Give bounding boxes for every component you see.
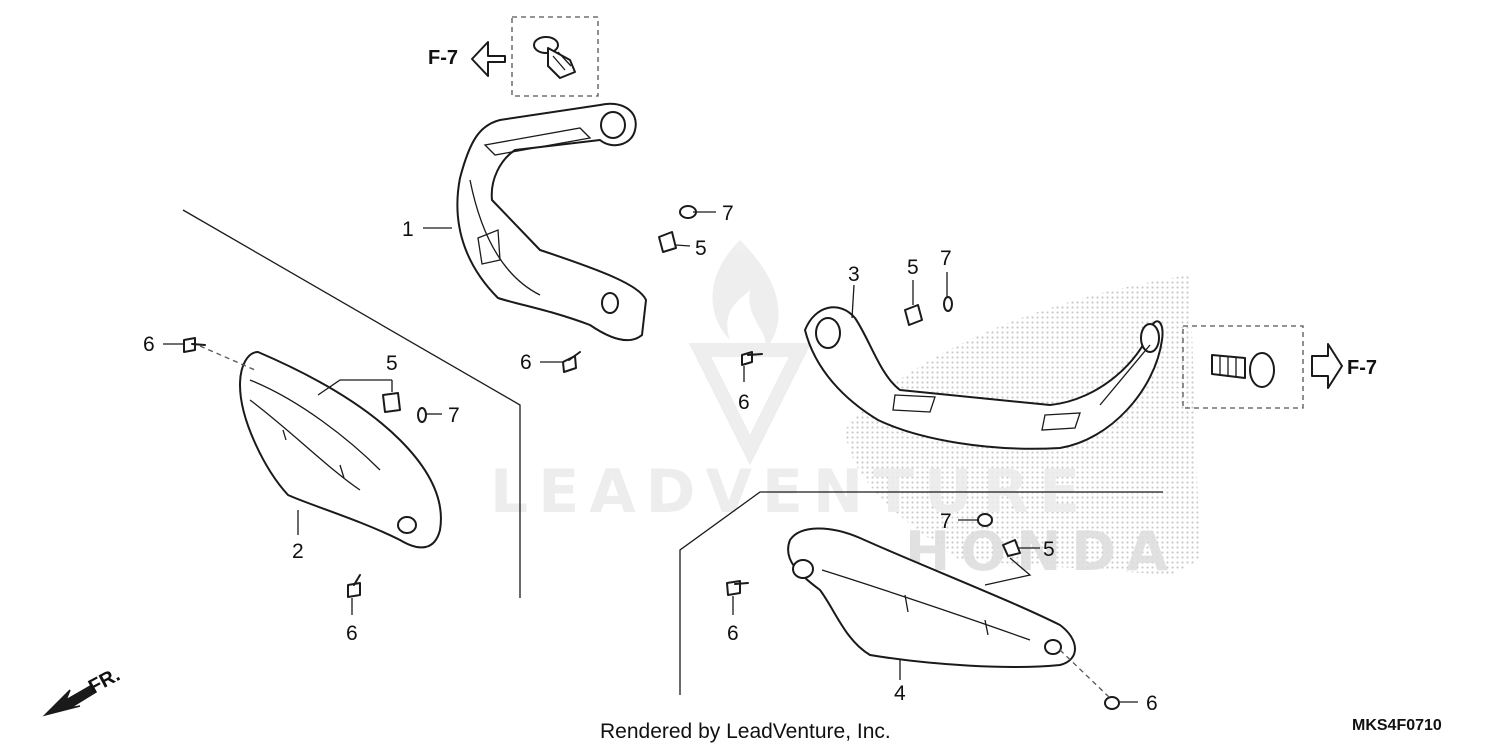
watermark-flame-icon bbox=[712, 240, 779, 350]
callout-7-bottom: 7 bbox=[940, 510, 952, 533]
callout-6-bottom-right: 6 bbox=[1146, 692, 1158, 715]
callout-1: 1 bbox=[402, 218, 414, 241]
callout-6-center: 6 bbox=[520, 351, 532, 374]
right-section-frame bbox=[679, 491, 1163, 695]
arrow-left-icon bbox=[471, 41, 506, 77]
callout-7-left: 7 bbox=[448, 404, 460, 427]
footer-credit: Rendered by LeadVenture, Inc. bbox=[600, 720, 891, 743]
left-section-frame bbox=[182, 209, 521, 598]
bolt-icon-right bbox=[1211, 352, 1275, 388]
part-3-bracket bbox=[804, 306, 1164, 450]
bolt-icon-top bbox=[533, 36, 576, 79]
callout-2: 2 bbox=[292, 540, 304, 563]
part-4-handguard bbox=[787, 527, 1076, 668]
callout-5-left: 5 bbox=[386, 352, 398, 375]
callout-6-left-top: 6 bbox=[143, 333, 155, 356]
callout-5-top: 5 bbox=[695, 237, 707, 260]
callout-3: 3 bbox=[848, 263, 860, 286]
leader-lines bbox=[163, 211, 1138, 703]
ref-box-right: F-7 bbox=[1182, 325, 1377, 409]
ref-left-label: F-7 bbox=[428, 47, 458, 69]
ref-right-label: F-7 bbox=[1347, 357, 1377, 379]
hardware bbox=[183, 205, 1120, 710]
callout-5-bottom: 5 bbox=[1043, 538, 1055, 561]
arrow-right-icon bbox=[1311, 343, 1343, 389]
part-1-bracket bbox=[456, 102, 647, 342]
callout-7-top: 7 bbox=[722, 202, 734, 225]
front-arrow-icon bbox=[42, 683, 98, 717]
diagram-code: MKS4F0710 bbox=[1352, 717, 1442, 734]
callout-4: 4 bbox=[894, 682, 906, 705]
callout-6-right: 6 bbox=[738, 391, 750, 414]
watermark-triangle-icon bbox=[688, 343, 812, 466]
front-direction-indicator: FR. bbox=[42, 664, 124, 717]
callout-6-bottom: 6 bbox=[727, 622, 739, 645]
watermark-brand: HONDA bbox=[905, 520, 1178, 583]
callout-6-left-bottom: 6 bbox=[346, 622, 358, 645]
part-2-handguard bbox=[239, 351, 442, 549]
callout-5-right: 5 bbox=[907, 256, 919, 279]
ref-box-top: F-7 bbox=[428, 16, 599, 97]
callouts: 1 2 3 4 5 5 5 5 6 6 6 6 6 6 7 7 7 7 bbox=[143, 202, 1158, 715]
callout-7-right: 7 bbox=[940, 247, 952, 270]
